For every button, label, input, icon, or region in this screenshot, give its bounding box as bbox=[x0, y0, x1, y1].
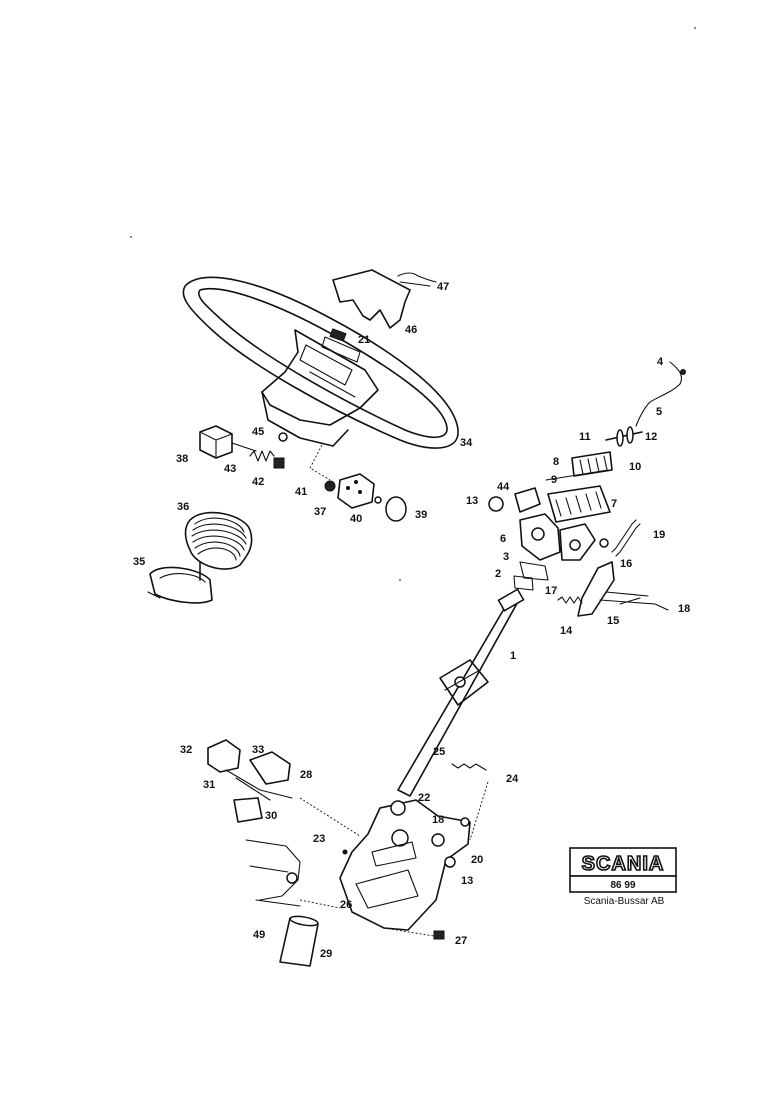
ignition-switch-group bbox=[207, 739, 361, 837]
part-label-34: 34 bbox=[460, 437, 473, 449]
part-label-13a: 13 bbox=[466, 495, 478, 507]
part-label-35: 35 bbox=[133, 556, 145, 568]
part-label-18b: 18 bbox=[432, 814, 444, 826]
part-label-25: 25 bbox=[433, 746, 445, 758]
part-label-24: 24 bbox=[506, 773, 519, 785]
part-label-47: 47 bbox=[437, 281, 449, 293]
part-label-14: 14 bbox=[560, 625, 573, 637]
part-label-38: 38 bbox=[176, 453, 188, 465]
part-label-49: 49 bbox=[253, 929, 265, 941]
part-label-23: 23 bbox=[313, 833, 325, 845]
part-label-3: 3 bbox=[503, 551, 509, 563]
cable-part-5 bbox=[635, 361, 686, 427]
logo-caption-text: Scania-Bussar AB bbox=[584, 896, 665, 907]
column-housing-part bbox=[339, 799, 471, 931]
part-label-27: 27 bbox=[455, 935, 467, 947]
part-label-22: 22 bbox=[418, 792, 430, 804]
part-label-39: 39 bbox=[415, 509, 427, 521]
scania-logo: SCANIA 86 99 Scania-Bussar AB bbox=[569, 847, 677, 907]
steering-wheel-part bbox=[182, 276, 459, 449]
part-label-29: 29 bbox=[320, 948, 332, 960]
washer-part-11-12 bbox=[605, 426, 643, 447]
part-label-11: 11 bbox=[579, 431, 591, 443]
part-label-6: 6 bbox=[500, 533, 506, 545]
clock-spring-part-36 bbox=[184, 511, 253, 570]
bolt-part-27 bbox=[383, 927, 445, 940]
part-label-45: 45 bbox=[252, 426, 264, 438]
part-label-16: 16 bbox=[620, 558, 632, 570]
lower-switch-part bbox=[245, 839, 341, 967]
spring-part-19 bbox=[599, 519, 641, 557]
part-label-19: 19 bbox=[653, 529, 665, 541]
part-label-32: 32 bbox=[180, 744, 192, 756]
lever-part-15 bbox=[557, 561, 669, 617]
part-label-4: 4 bbox=[657, 356, 664, 368]
part-label-28: 28 bbox=[300, 769, 312, 781]
part-label-30: 30 bbox=[265, 810, 277, 822]
logo-brand-text: SCANIA bbox=[582, 853, 665, 875]
part-label-21: 21 bbox=[358, 334, 370, 346]
spring-part-43 bbox=[249, 450, 285, 469]
part-label-46: 46 bbox=[405, 324, 417, 336]
part-label-1: 1 bbox=[510, 650, 516, 662]
part-label-42: 42 bbox=[252, 476, 264, 488]
part-label-44: 44 bbox=[497, 481, 510, 493]
part-label-20: 20 bbox=[471, 854, 483, 866]
bracket-part-6 bbox=[488, 487, 596, 591]
shaft-part-25 bbox=[451, 763, 489, 841]
speck bbox=[399, 579, 401, 581]
part-label-13b: 13 bbox=[461, 875, 473, 887]
speck bbox=[130, 236, 132, 238]
cover-plate-part bbox=[332, 269, 437, 329]
part-label-15: 15 bbox=[607, 615, 619, 627]
part-label-31: 31 bbox=[203, 779, 215, 791]
part-label-33: 33 bbox=[252, 744, 264, 756]
part-label-26: 26 bbox=[340, 899, 352, 911]
part-label-5: 5 bbox=[656, 406, 662, 418]
part-label-18: 18 bbox=[678, 603, 690, 615]
part-label-7: 7 bbox=[611, 498, 617, 510]
part-label-37: 37 bbox=[314, 506, 326, 518]
logo-code-text: 86 99 bbox=[610, 880, 635, 891]
part-label-40: 40 bbox=[350, 513, 362, 525]
part-label-9: 9 bbox=[551, 474, 557, 486]
part-label-8: 8 bbox=[553, 456, 559, 468]
part-label-43: 43 bbox=[224, 463, 236, 475]
part-label-36: 36 bbox=[177, 501, 189, 513]
cap-part-35 bbox=[147, 561, 213, 604]
speck bbox=[694, 27, 696, 29]
switch-assembly-part-7 bbox=[545, 451, 613, 523]
logo-code-box bbox=[569, 875, 677, 893]
part-label-41: 41 bbox=[295, 486, 307, 498]
part-label-12: 12 bbox=[645, 431, 657, 443]
horn-contact-part bbox=[309, 444, 407, 522]
steering-column-part-1 bbox=[397, 588, 525, 797]
nut-part-45 bbox=[278, 432, 288, 442]
part-label-10: 10 bbox=[629, 461, 641, 473]
part-label-17: 17 bbox=[545, 585, 557, 597]
switch-part-38 bbox=[199, 425, 257, 459]
part-label-2: 2 bbox=[495, 568, 501, 580]
